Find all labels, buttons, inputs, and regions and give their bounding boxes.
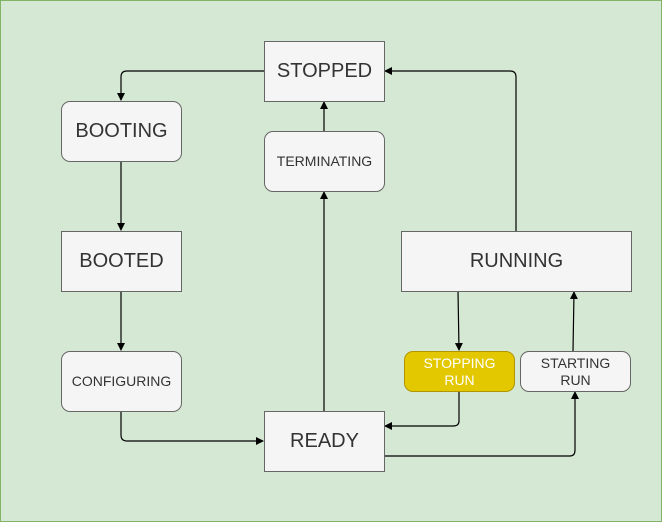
edge-stopped-to-booting [117, 70, 264, 101]
state-booted: BOOTED [61, 231, 182, 292]
state-starting-run: STARTING RUN [520, 351, 631, 392]
state-terminating-label: TERMINATING [276, 153, 373, 170]
state-ready-label: READY [290, 430, 359, 452]
state-booting: BOOTING [61, 101, 182, 162]
edge-starting-run-to-running [569, 291, 578, 352]
edge-stopping-run-to-ready [384, 391, 460, 430]
edge-running-to-stopping-run [454, 290, 463, 351]
state-stopping-run: STOPPING RUN [404, 351, 515, 392]
edge-running-to-stopped [384, 67, 517, 231]
state-running-label: RUNNING [469, 250, 564, 272]
state-stopped: STOPPED [264, 41, 385, 102]
state-terminating: TERMINATING [264, 131, 385, 192]
state-stopped-label: STOPPED [276, 60, 373, 82]
state-configuring-label: CONFIGURING [71, 373, 172, 390]
edge-ready-to-starting-run [384, 391, 579, 457]
state-configuring: CONFIGURING [61, 351, 182, 412]
state-ready: READY [264, 411, 385, 472]
state-booting-label: BOOTING [75, 120, 168, 142]
edge-configuring-to-ready [120, 411, 264, 445]
state-stopping-run-label: STOPPING RUN [423, 355, 496, 388]
state-booted-label: BOOTED [79, 250, 164, 272]
state-running: RUNNING [401, 231, 632, 292]
state-starting-run-label: STARTING RUN [540, 355, 611, 388]
